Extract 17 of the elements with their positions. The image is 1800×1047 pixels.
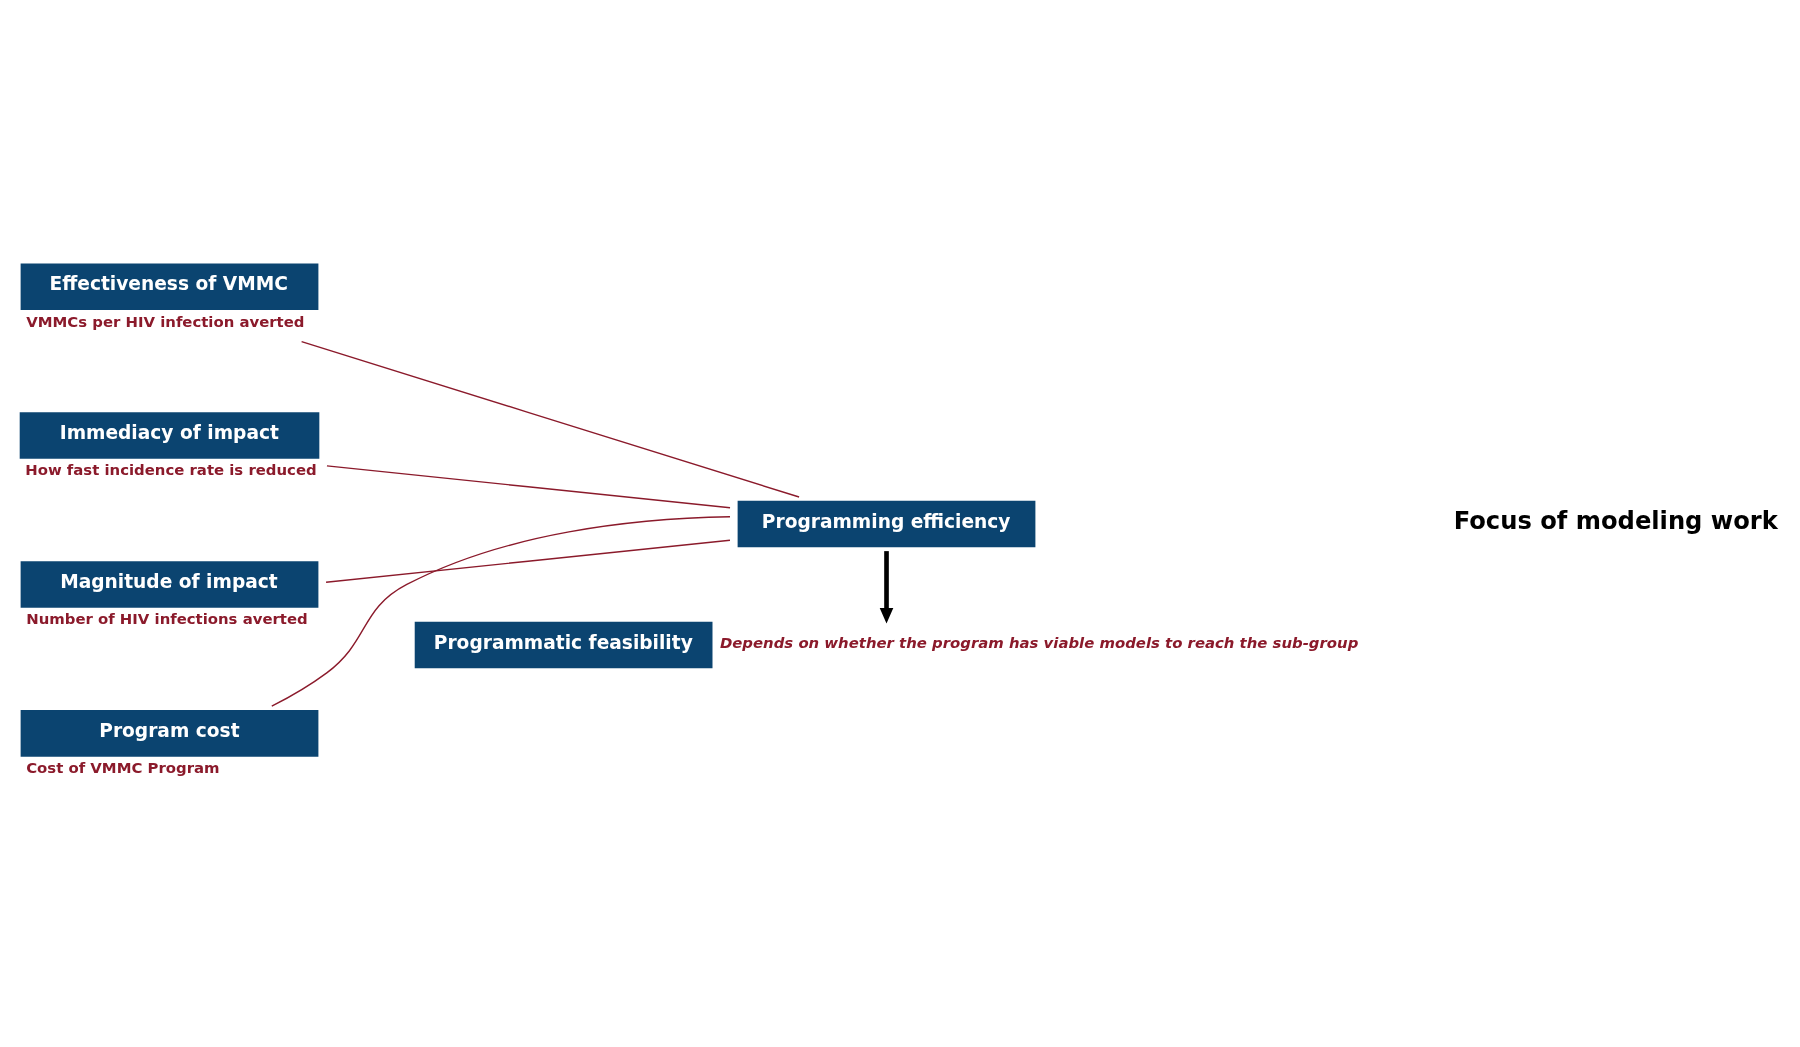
node-label: Cost of VMMC Program — [26, 758, 220, 777]
node-label: VMMCs per HIV infection averted — [26, 312, 305, 331]
label: Focus of modeling work — [1453, 506, 1778, 535]
node-box: Immediacy of impact — [19, 411, 320, 459]
arrow — [879, 550, 894, 624]
node-label: Number of HIV infections averted — [26, 609, 308, 628]
connector — [326, 464, 731, 508]
node-box: Magnitude of impact — [20, 560, 319, 608]
connector — [325, 539, 731, 583]
node-box: Programmatic feasibility — [414, 621, 713, 668]
connector — [300, 340, 800, 498]
connector — [271, 515, 731, 707]
node-box: Programming efficiency — [737, 500, 1036, 547]
node-box: Program cost — [20, 709, 319, 757]
node-label: Depends on whether the program has viable models to reach the sub-group — [719, 633, 1359, 652]
node-label: How fast incidence rate is reduced — [25, 460, 317, 479]
node-box: Effectiveness of VMMC — [20, 262, 319, 310]
